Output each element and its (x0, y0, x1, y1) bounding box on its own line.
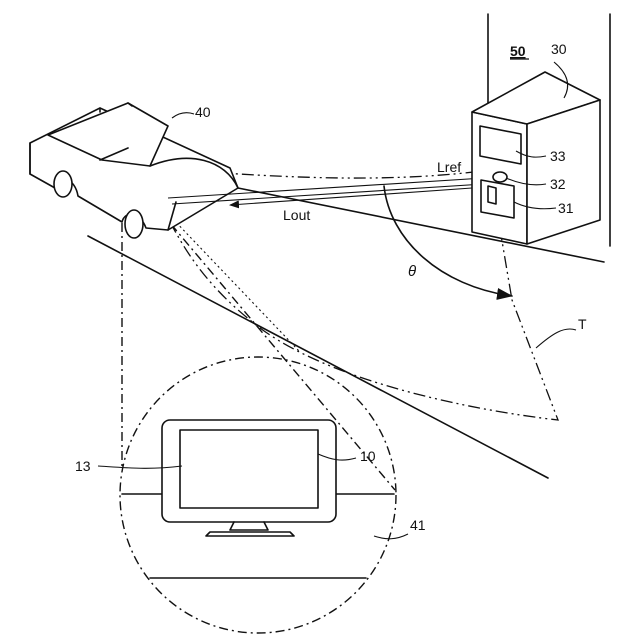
label-emitter: 31 (558, 200, 574, 216)
label-display-device: 10 (360, 448, 376, 464)
label-system: 50 (510, 43, 526, 59)
label-magnified-view: 41 (410, 517, 426, 533)
label-terminal-body: 30 (551, 41, 567, 57)
vehicle (30, 103, 238, 238)
magnified-view (120, 357, 396, 633)
label-reference-light: Lref (437, 159, 461, 175)
terminal (472, 72, 600, 244)
label-target-region: T (578, 316, 587, 332)
label-sensor: 32 (550, 176, 566, 192)
label-display-screen: 13 (75, 458, 91, 474)
label-angle: θ (408, 263, 416, 280)
label-output-light: Lout (283, 207, 310, 223)
label-screen-area: 33 (550, 148, 566, 164)
label-vehicle: 40 (195, 104, 211, 120)
